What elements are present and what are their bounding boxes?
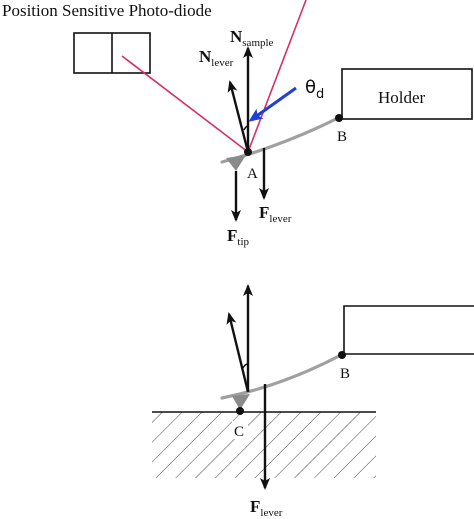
point-c-label-bg bbox=[232, 421, 248, 439]
n-lever-sub: lever bbox=[211, 57, 233, 69]
f-tip-main: F bbox=[227, 226, 237, 245]
f-tip-label: Ftip bbox=[227, 226, 250, 248]
point-c-marker bbox=[236, 407, 244, 415]
n-sample-label: Nsample bbox=[230, 27, 274, 49]
top-panel: Position Sensitive Photo-diode Holder A … bbox=[2, 0, 473, 248]
f-lever-main-bottom: F bbox=[250, 497, 260, 516]
f-tip-sub: tip bbox=[237, 236, 249, 248]
f-lever-label-bottom: Flever bbox=[250, 497, 283, 519]
f-lever-sub-top: lever bbox=[269, 213, 291, 225]
theta-d-label: θd bbox=[305, 77, 324, 102]
point-b-label-top: B bbox=[337, 129, 347, 145]
tip-bottom bbox=[232, 394, 250, 410]
point-a-label: A bbox=[247, 166, 258, 182]
angle-arc-top bbox=[243, 125, 249, 131]
detector-title: Position Sensitive Photo-diode bbox=[2, 1, 212, 20]
point-b-marker-top bbox=[335, 114, 343, 122]
holder-box bbox=[341, 68, 473, 120]
cantilever-bottom bbox=[220, 353, 343, 400]
angle-arc-bottom bbox=[242, 363, 249, 369]
deflection-angle-arrow bbox=[248, 86, 297, 122]
theta-sub: d bbox=[316, 87, 324, 102]
theta-main: θ bbox=[305, 77, 316, 98]
photodiode bbox=[73, 32, 151, 74]
tilted-normal-arrow-bottom bbox=[226, 312, 250, 393]
n-lever-main: N bbox=[199, 47, 212, 66]
holder-label: Holder bbox=[378, 88, 426, 107]
n-lever-label: Nlever bbox=[199, 47, 234, 69]
laser-incident-beam bbox=[247, 0, 307, 153]
n-sample-sub: sample bbox=[242, 37, 273, 49]
point-b-marker-bottom bbox=[338, 351, 346, 359]
f-lever-main-top: F bbox=[259, 203, 269, 222]
n-lever-arrow bbox=[227, 80, 250, 153]
bottom-panel: C B Flever bbox=[152, 284, 474, 519]
f-lever-label-top: Flever bbox=[259, 203, 292, 225]
tip-top bbox=[226, 155, 246, 171]
point-b-label-bottom: B bbox=[340, 366, 350, 382]
f-lever-sub-bottom: lever bbox=[260, 507, 282, 519]
cantilever-top bbox=[220, 116, 340, 164]
n-sample-main: N bbox=[230, 27, 243, 46]
point-c-label: C bbox=[234, 424, 244, 440]
holder-box-bottom bbox=[343, 305, 474, 355]
laser-reflected-beam bbox=[121, 55, 249, 153]
